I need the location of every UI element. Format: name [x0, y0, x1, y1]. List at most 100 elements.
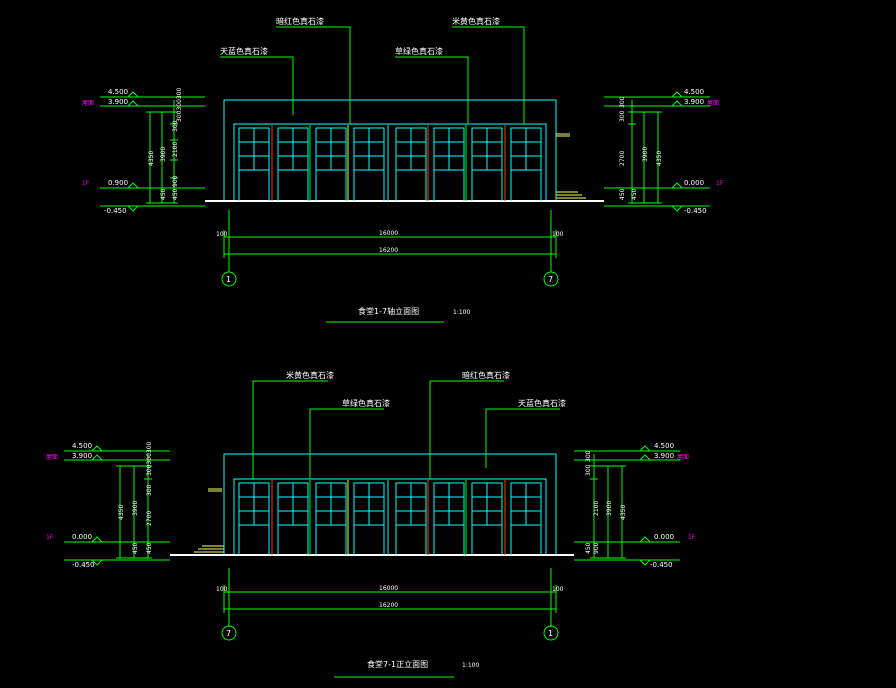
dim-left-1: 4350	[118, 505, 125, 520]
level-eave-right: 3.900	[654, 452, 674, 460]
level-floor-right: 0.000	[684, 179, 704, 187]
window	[433, 482, 465, 555]
window	[315, 127, 347, 201]
drawing-scale: 1:100	[462, 662, 479, 669]
dim-right-5: 900	[593, 542, 600, 554]
window	[315, 482, 347, 555]
leaders	[252, 380, 560, 479]
level-ground-right: -0.450	[650, 561, 673, 569]
material-label-3: 天蓝色真石漆	[220, 46, 268, 56]
window	[433, 127, 465, 201]
dim-edge-right: 100	[552, 586, 564, 593]
dim-stack-left: 300300300	[146, 441, 153, 476]
window	[395, 482, 427, 555]
window	[353, 127, 385, 201]
dim-left-2: 3900	[160, 147, 167, 162]
level-markers-right	[604, 91, 710, 212]
dim-left-2: 3900	[132, 501, 139, 516]
window-row	[238, 480, 542, 555]
elevation-top: 暗红色真石漆 米黄色真石漆 天蓝色真石漆 草绿色真石漆 4.500 3.90	[82, 16, 724, 323]
material-label-1: 暗红色真石漆	[276, 16, 324, 26]
entrance-steps	[556, 133, 586, 199]
level-ground-left: -0.450	[104, 207, 127, 215]
dim-stack-left: 300300300	[176, 87, 183, 122]
entrance-steps	[194, 488, 224, 553]
level-tag-floor-left: 1F	[46, 534, 54, 541]
material-label-4: 草绿色真石漆	[395, 46, 443, 56]
dim-left-1: 4350	[148, 151, 155, 166]
material-label-2: 米黄色真石漆	[452, 16, 500, 26]
level-floor-right: 0.000	[654, 533, 674, 541]
axis-bubble-right	[543, 625, 559, 641]
elevation-bottom: 米黄色真石漆 暗红色真石漆 草绿色真石漆 天蓝色真石漆 4.500 3.900 …	[46, 370, 696, 678]
dim-edge-left: 100	[216, 231, 228, 238]
window	[238, 482, 270, 555]
drawing-scale: 1:100	[453, 309, 470, 316]
dim-left-6: 450	[146, 542, 153, 554]
dim-right-1: 300	[585, 450, 592, 462]
dim-edge-right: 100	[552, 231, 564, 238]
building-outline	[223, 453, 557, 556]
dim-right-3: 2100	[593, 501, 600, 516]
window	[277, 127, 309, 201]
window	[510, 482, 542, 555]
window	[353, 482, 385, 555]
building-outline	[223, 99, 557, 202]
level-tag-roof-left: 屋面	[46, 454, 58, 461]
dim-left-3: 300	[146, 484, 153, 496]
window	[510, 127, 542, 201]
dim-left-5: 900	[172, 175, 179, 187]
window	[238, 127, 270, 201]
level-eave-left: 3.900	[72, 452, 92, 460]
axis-label-right: 7	[548, 275, 553, 284]
window	[471, 482, 503, 555]
dim-left-5: 450	[132, 542, 139, 554]
leaders	[220, 26, 525, 124]
dim-left-4: 2100	[172, 142, 179, 157]
level-floor-left: 0.000	[72, 533, 92, 541]
level-roof-left: 4.500	[108, 88, 128, 96]
level-tag-floor-right: 1F	[688, 534, 696, 541]
dim-right-7: 4350	[620, 505, 627, 520]
level-tag-floor-right: 1F	[716, 180, 724, 187]
level-eave-right: 3.900	[684, 98, 704, 106]
dim-right-3: 2700	[619, 151, 626, 166]
level-markers-left	[100, 91, 205, 212]
dim-inner: 16000	[379, 230, 398, 237]
axis-label-right: 1	[548, 629, 553, 638]
dim-right-5: 4350	[656, 151, 663, 166]
dim-right-4: 450	[585, 542, 592, 554]
level-eave-left: 3.900	[108, 98, 128, 106]
axis-label-left: 1	[226, 275, 231, 284]
level-tag-roof-right: 屋面	[707, 100, 719, 107]
window-band	[233, 123, 547, 202]
dim-outer: 16200	[379, 602, 398, 609]
dim-inner: 16000	[379, 585, 398, 592]
window	[277, 482, 309, 555]
window	[395, 127, 427, 201]
level-roof-right: 4.500	[684, 88, 704, 96]
material-label-4: 天蓝色真石漆	[518, 398, 566, 408]
dim-right-6: 3900	[606, 501, 613, 516]
dim-right-7: 450	[631, 188, 638, 200]
window	[471, 127, 503, 201]
level-tag-floor-left: 1F	[82, 180, 90, 187]
dim-left-7: 450	[172, 188, 179, 200]
level-roof-right: 4.500	[654, 442, 674, 450]
material-label-3: 草绿色真石漆	[342, 398, 390, 408]
axis-bubble-right	[543, 271, 559, 287]
dim-right-4: 450	[619, 188, 626, 200]
level-tag-roof-right: 屋面	[677, 454, 689, 461]
drawing-title: 食堂7-1正立面图	[367, 659, 428, 669]
level-tag-roof-left: 屋面	[82, 100, 94, 107]
horizontal-dims	[223, 210, 557, 272]
window-row	[238, 125, 542, 201]
dim-right-6: 3900	[642, 147, 649, 162]
level-markers-right	[574, 445, 680, 566]
horizontal-dims	[223, 568, 557, 627]
axis-label-left: 7	[226, 629, 231, 638]
level-roof-left: 4.500	[72, 442, 92, 450]
dim-outer: 16200	[379, 247, 398, 254]
level-ground-right: -0.450	[684, 207, 707, 215]
